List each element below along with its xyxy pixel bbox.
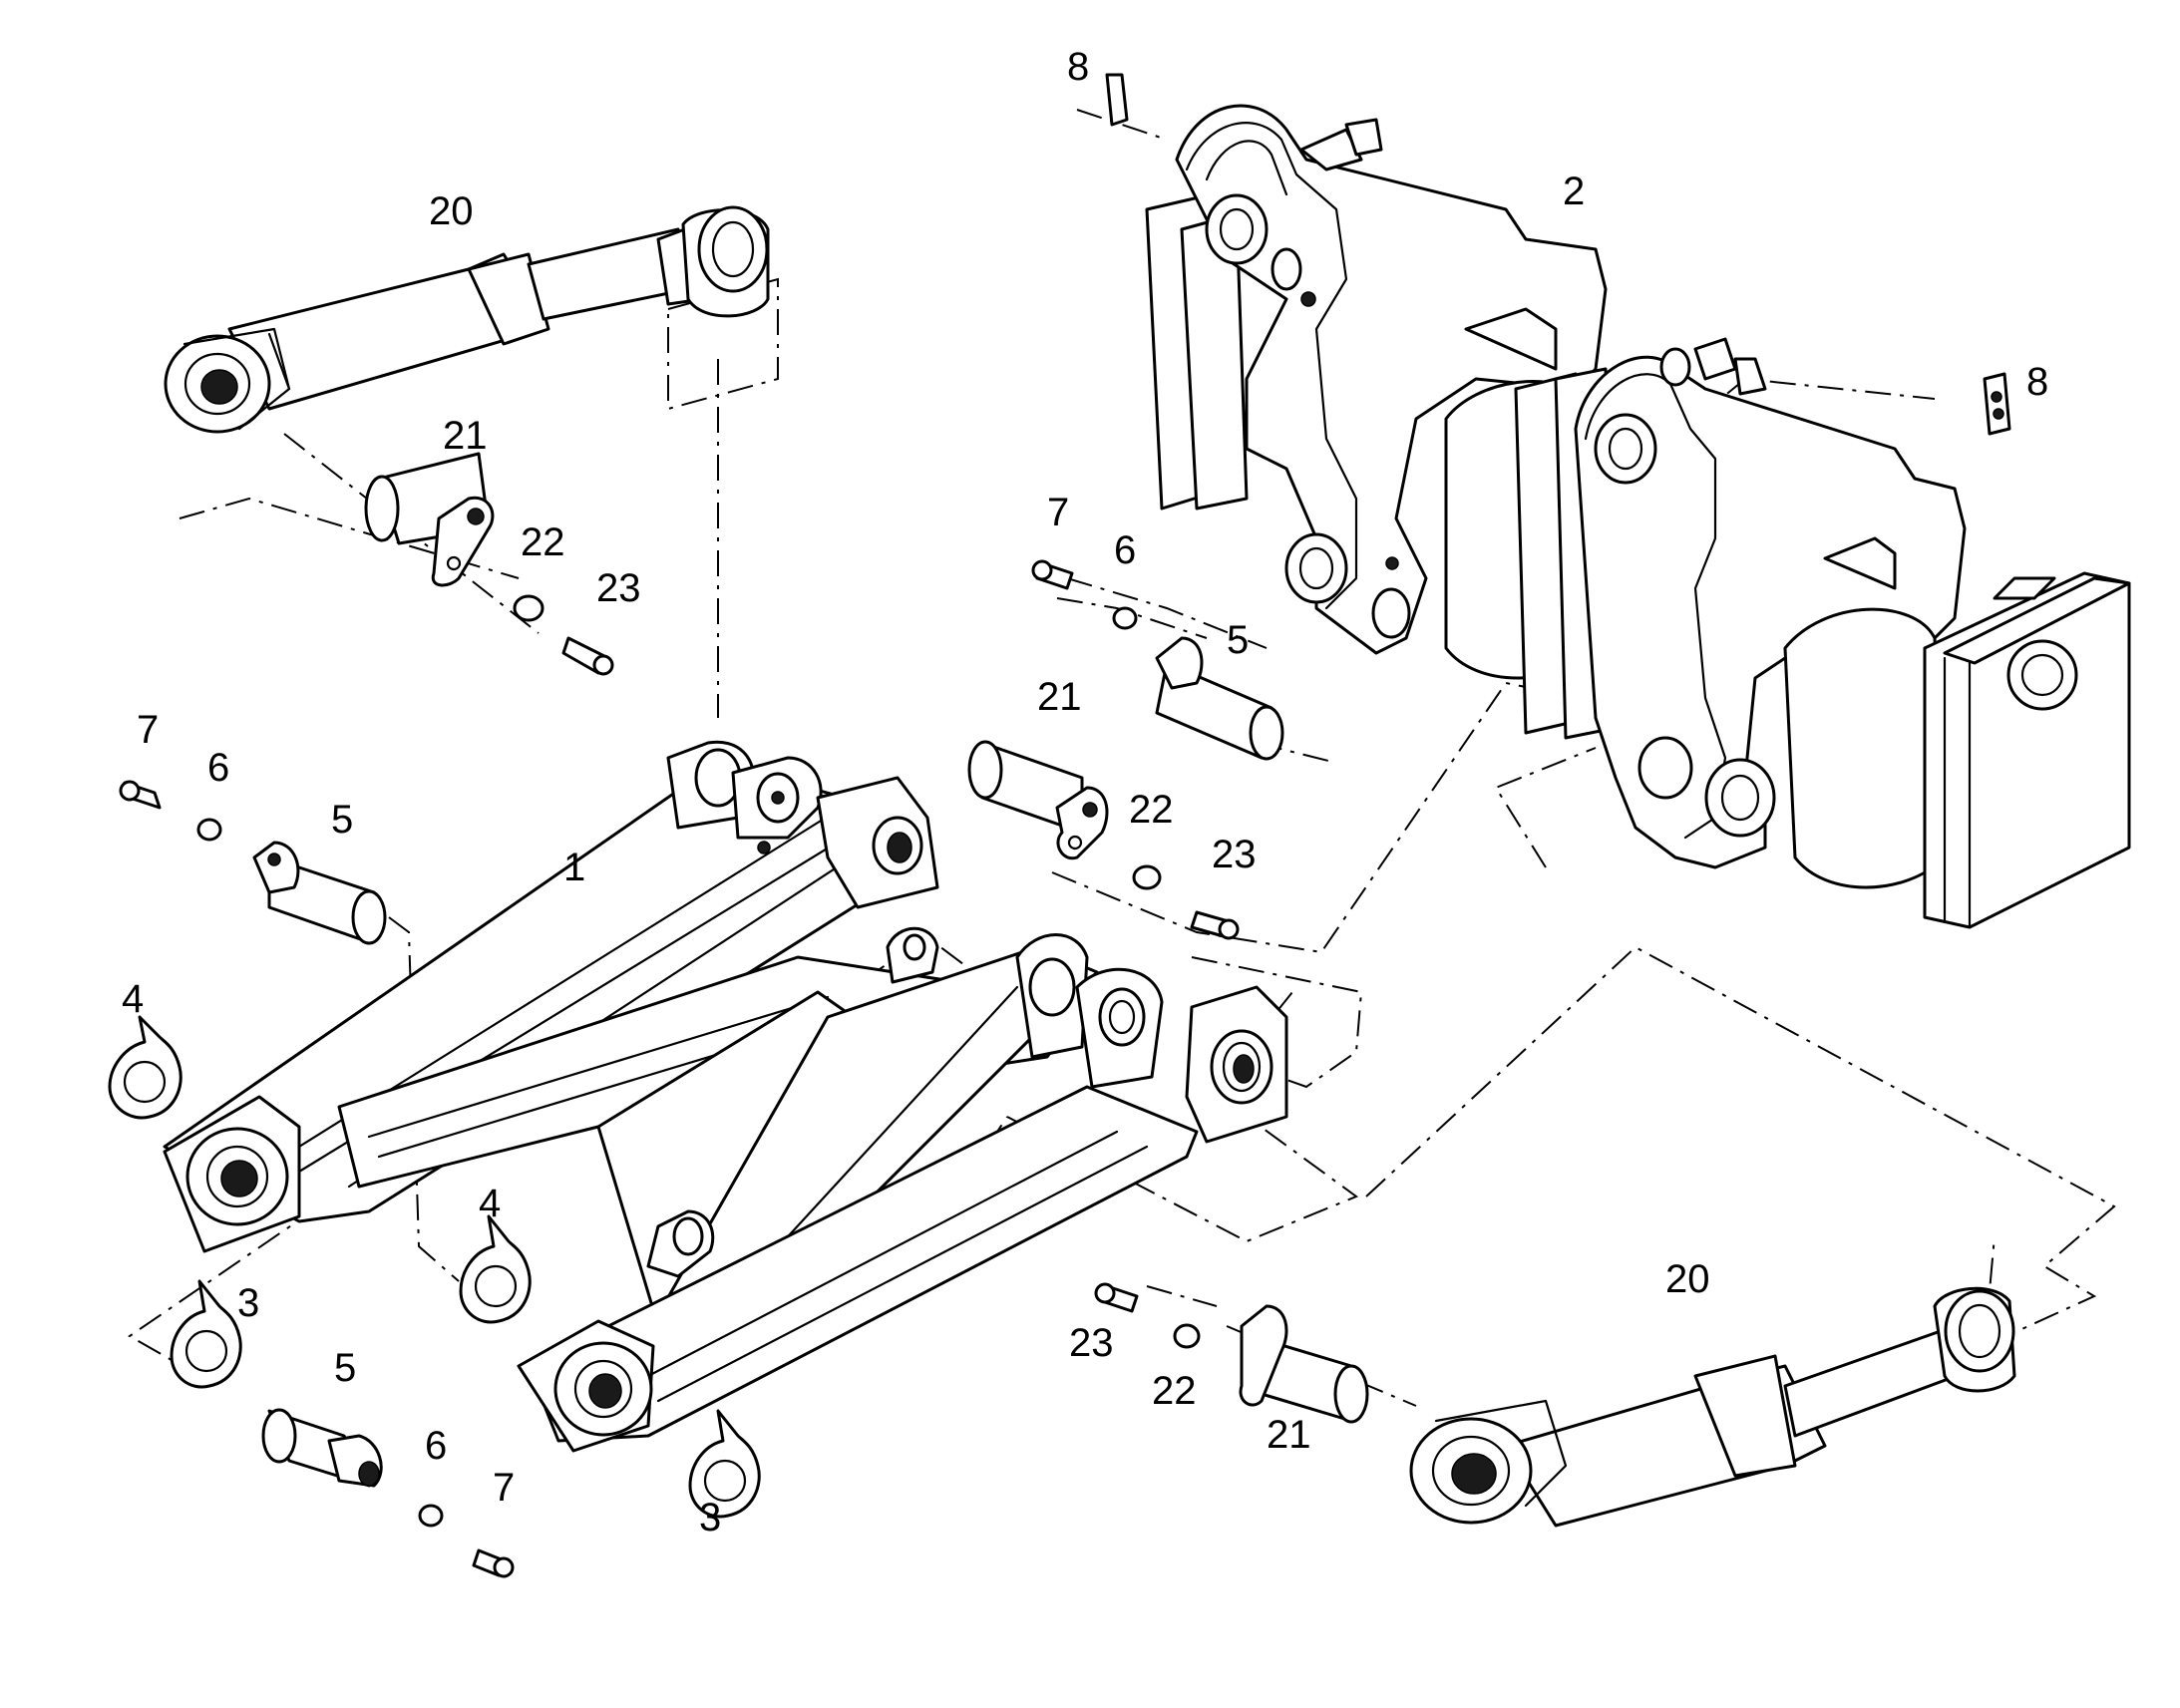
callout-23-top: 23 bbox=[596, 566, 641, 610]
callout-8-right: 8 bbox=[2026, 360, 2048, 404]
callout-5-left: 5 bbox=[331, 798, 353, 842]
callout-21-bottom: 21 bbox=[1267, 1413, 1311, 1457]
callout-4-left: 4 bbox=[122, 977, 144, 1021]
callout-4-middle: 4 bbox=[479, 1182, 501, 1225]
callout-7-right: 7 bbox=[1047, 491, 1069, 534]
pin-set-top bbox=[364, 452, 614, 676]
callout-6-lower: 6 bbox=[425, 1424, 447, 1468]
main-arm-frame bbox=[163, 740, 1288, 1453]
callout-2: 2 bbox=[1563, 170, 1585, 213]
callout-1: 1 bbox=[563, 846, 585, 889]
callout-20-bottom: 20 bbox=[1665, 1257, 1710, 1301]
hydraulic-cylinder-top bbox=[164, 205, 770, 434]
callout-23-middle: 23 bbox=[1212, 833, 1257, 876]
lower-right-pin-set bbox=[1094, 1282, 1369, 1424]
left-fastener-set bbox=[108, 780, 761, 1519]
callout-5-right: 5 bbox=[1227, 618, 1249, 662]
callout-23-bottom: 23 bbox=[1069, 1321, 1114, 1365]
callout-6-left: 6 bbox=[207, 746, 229, 790]
callout-22-middle: 22 bbox=[1129, 788, 1174, 832]
callout-22-top: 22 bbox=[521, 520, 565, 564]
callout-21-top: 21 bbox=[443, 414, 488, 458]
callout-20-top: 20 bbox=[429, 189, 474, 233]
callout-3-bottom: 3 bbox=[699, 1496, 721, 1539]
callout-21-middle: 21 bbox=[1037, 675, 1082, 719]
callout-22-bottom: 22 bbox=[1152, 1369, 1197, 1413]
callout-5-lower: 5 bbox=[334, 1346, 356, 1390]
middle-pin-set bbox=[967, 740, 1240, 940]
middle-fastener-set bbox=[1031, 559, 1284, 761]
lower-left-fastener-set bbox=[261, 1408, 515, 1578]
callout-6-right: 6 bbox=[1114, 528, 1136, 572]
callout-labels: 1 2 3 3 4 4 5 5 5 6 6 6 7 7 7 8 8 20 20 … bbox=[122, 45, 2048, 1539]
callout-3-left: 3 bbox=[237, 1281, 259, 1325]
callout-8-top: 8 bbox=[1067, 45, 1089, 89]
callout-7-left: 7 bbox=[137, 708, 159, 752]
callout-7-lower: 7 bbox=[493, 1466, 515, 1510]
hydraulic-cylinder-bottom bbox=[1409, 1286, 2016, 1528]
plate-parts bbox=[1105, 73, 2011, 436]
support-bracket-assembly bbox=[1145, 104, 2131, 929]
